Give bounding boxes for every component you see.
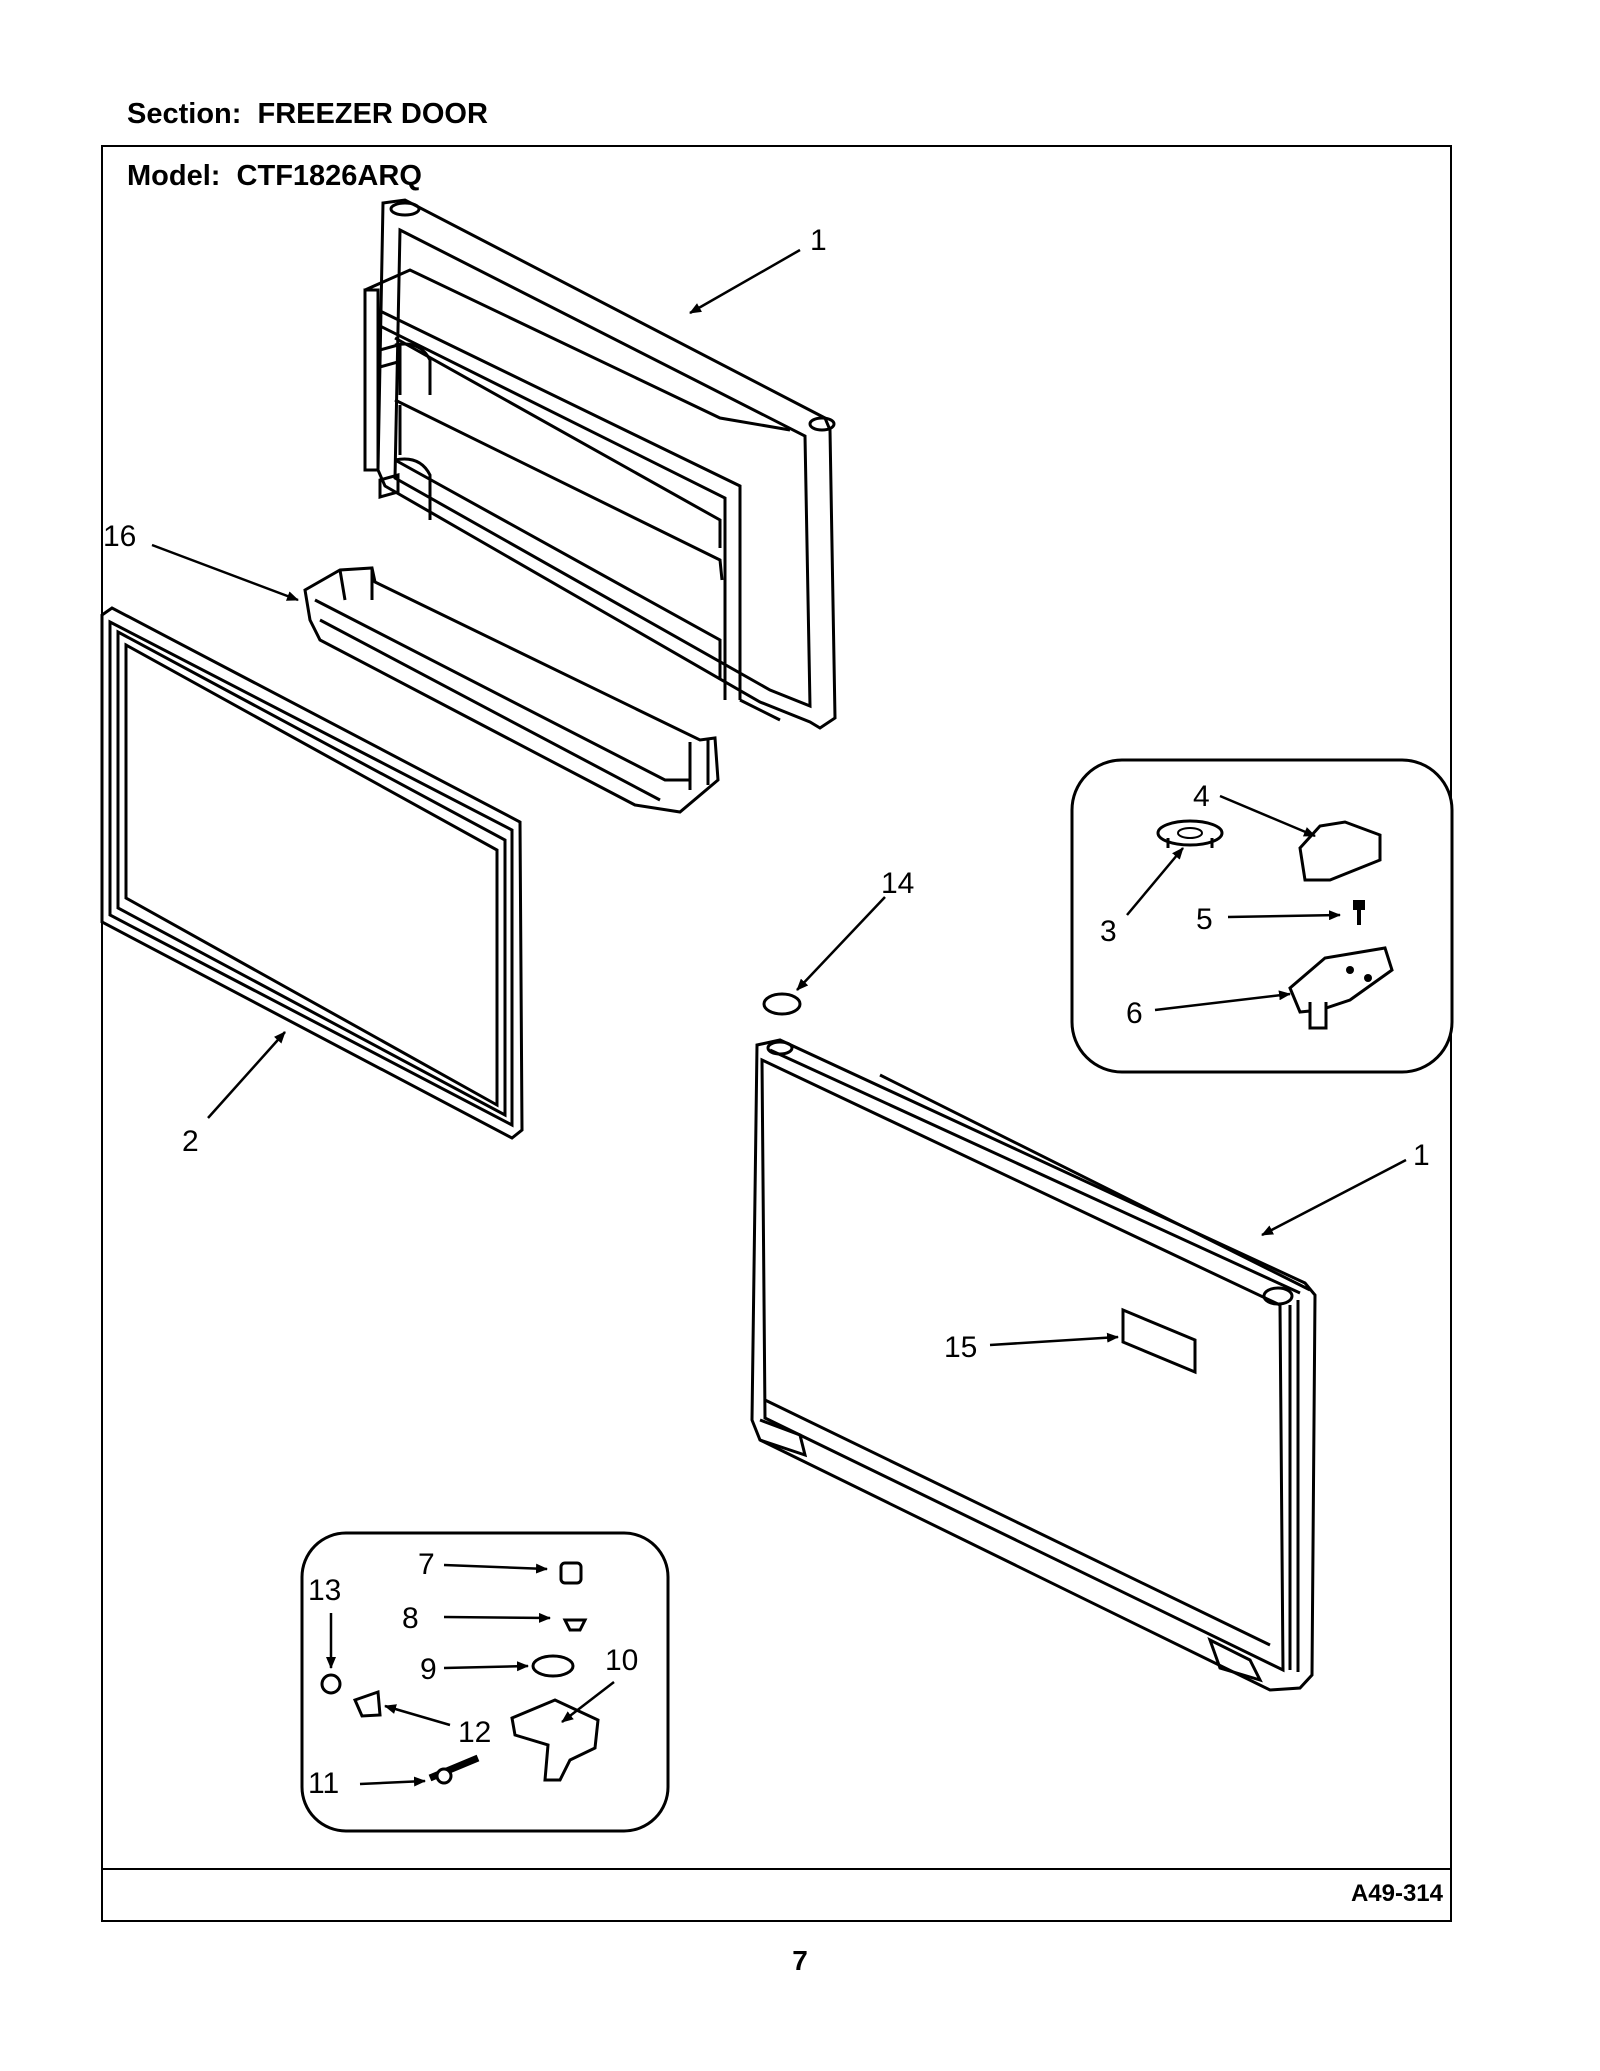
- section-title: Section: FREEZER DOOR: [127, 98, 488, 130]
- page-number: 7: [792, 1945, 808, 1976]
- callout-1-lower: 1: [1413, 1139, 1430, 1172]
- callout-3: 3: [1100, 915, 1117, 948]
- footer-divider: [101, 1868, 1452, 1870]
- plug-button-part: [762, 992, 802, 1016]
- door-shelf-bin-part: [303, 566, 720, 814]
- callout-16: 16: [103, 520, 136, 553]
- callout-4: 4: [1193, 780, 1210, 813]
- callout-15: 15: [944, 1331, 977, 1364]
- callout-11: 11: [308, 1767, 339, 1800]
- model-title: Model: CTF1826ARQ: [127, 160, 422, 192]
- outer-door-part: [750, 1038, 1317, 1692]
- callout-10: 10: [605, 1644, 638, 1677]
- hinge-inset-box-lower: [300, 1531, 670, 1833]
- callout-labels: 1 16 2 4 3 5 6 14 1 15 7 13 8 9 10 12 11: [103, 224, 1430, 1800]
- callout-1-upper: 1: [810, 224, 827, 257]
- callout-7: 7: [418, 1548, 435, 1581]
- door-liner-part: [363, 198, 837, 730]
- callout-2: 2: [182, 1125, 199, 1158]
- callout-6: 6: [1126, 997, 1143, 1030]
- callout-8: 8: [402, 1602, 419, 1635]
- callout-13: 13: [308, 1574, 341, 1607]
- callout-14: 14: [881, 867, 914, 900]
- drawing-code: A49-314: [1350, 1880, 1443, 1907]
- callout-arrows: [151, 248, 1407, 1787]
- door-gasket-part: [100, 606, 524, 1140]
- callout-9: 9: [420, 1653, 437, 1686]
- callout-5: 5: [1196, 903, 1213, 936]
- callout-12: 12: [458, 1716, 491, 1749]
